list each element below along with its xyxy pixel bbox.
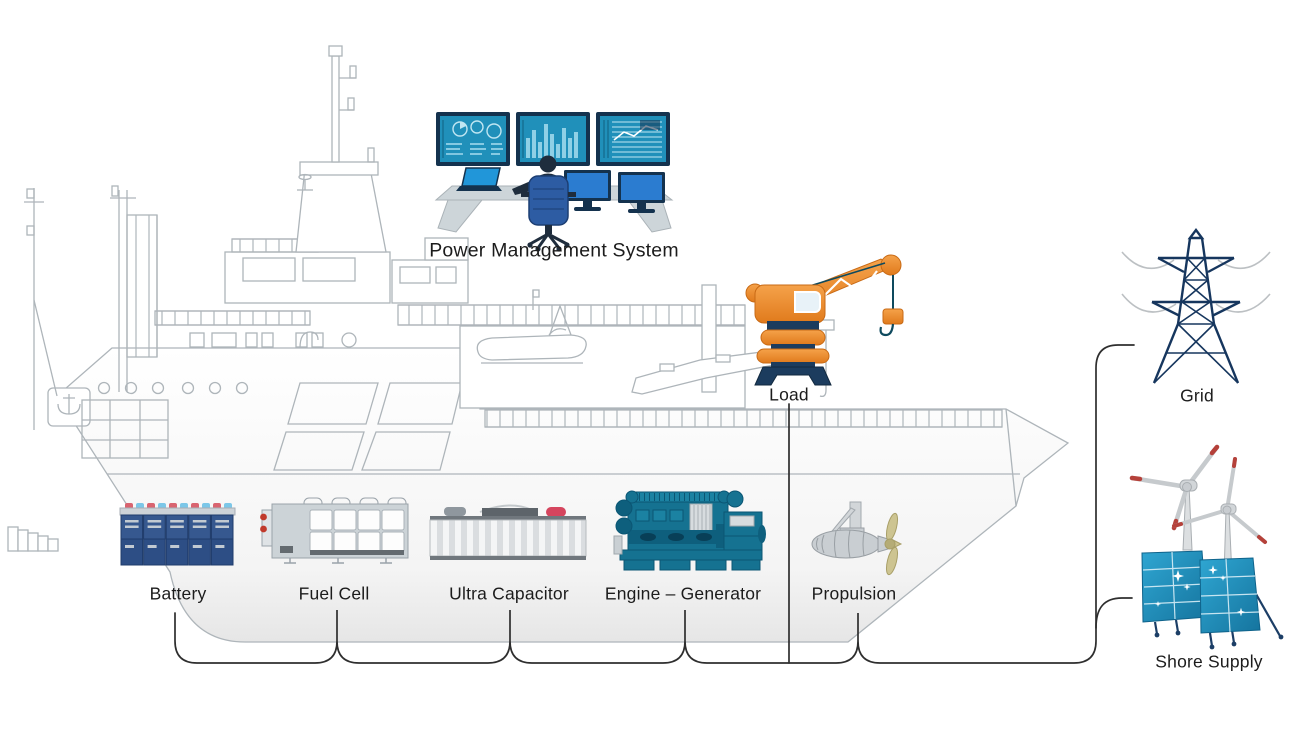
bow-steps <box>7 526 59 552</box>
fuel-cell-icon <box>260 497 409 564</box>
battery-cabinets <box>120 514 234 566</box>
crane-base <box>754 366 832 386</box>
propeller <box>884 512 903 576</box>
wind-solar-icon <box>1129 444 1284 650</box>
fuel-cell-stack <box>309 509 405 553</box>
superstructure <box>154 45 469 349</box>
aft-railing <box>484 409 1003 428</box>
label-power-management-system: Power Management System <box>429 239 679 262</box>
label-grid: Grid <box>1180 385 1214 406</box>
lattice-mast <box>110 185 158 392</box>
sparkle-icon <box>1208 565 1246 617</box>
transmission-tower-icon <box>1121 228 1271 384</box>
label-load: Load <box>769 384 809 405</box>
label-shore-supply: Shore Supply <box>1155 651 1263 672</box>
wind-turbine-icon <box>1172 457 1267 577</box>
tender-boat-icon <box>476 289 587 364</box>
deck-crane-icon <box>745 254 904 386</box>
azipod-propulsion-icon <box>811 501 903 576</box>
foremast <box>24 188 58 430</box>
battery-bank-icon <box>119 503 236 566</box>
sparkle-icon <box>1155 570 1191 607</box>
desk-monitor-icon <box>618 172 665 213</box>
portholes <box>97 381 249 395</box>
label-propulsion: Propulsion <box>811 583 897 604</box>
bus-to-grid-line <box>174 344 1135 664</box>
laptop-icon <box>456 167 502 191</box>
label-ultra-capacitor: Ultra Capacitor <box>449 583 569 604</box>
anchor-icon <box>47 387 91 427</box>
solar-panel-icon <box>1141 550 1208 638</box>
label-battery: Battery <box>149 583 207 604</box>
office-chair <box>521 175 576 252</box>
control-room-icon <box>434 112 674 252</box>
desk-monitor-icon <box>564 170 611 211</box>
label-fuel-cell: Fuel Cell <box>298 583 370 604</box>
hull-windows <box>81 382 463 471</box>
engine-generator-icon <box>613 490 766 571</box>
power-bus-lines <box>174 344 1135 664</box>
wind-turbine-icon <box>1129 444 1220 551</box>
solar-panel-icon <box>1199 557 1284 650</box>
label-engine-generator: Engine – Generator <box>604 583 762 604</box>
shore-supply-branch-line <box>1095 597 1133 629</box>
ship-illustration <box>7 45 1070 643</box>
wall-monitors <box>436 112 670 166</box>
ultra-capacitor-icon <box>429 504 587 560</box>
crane-cab-window <box>794 291 821 313</box>
